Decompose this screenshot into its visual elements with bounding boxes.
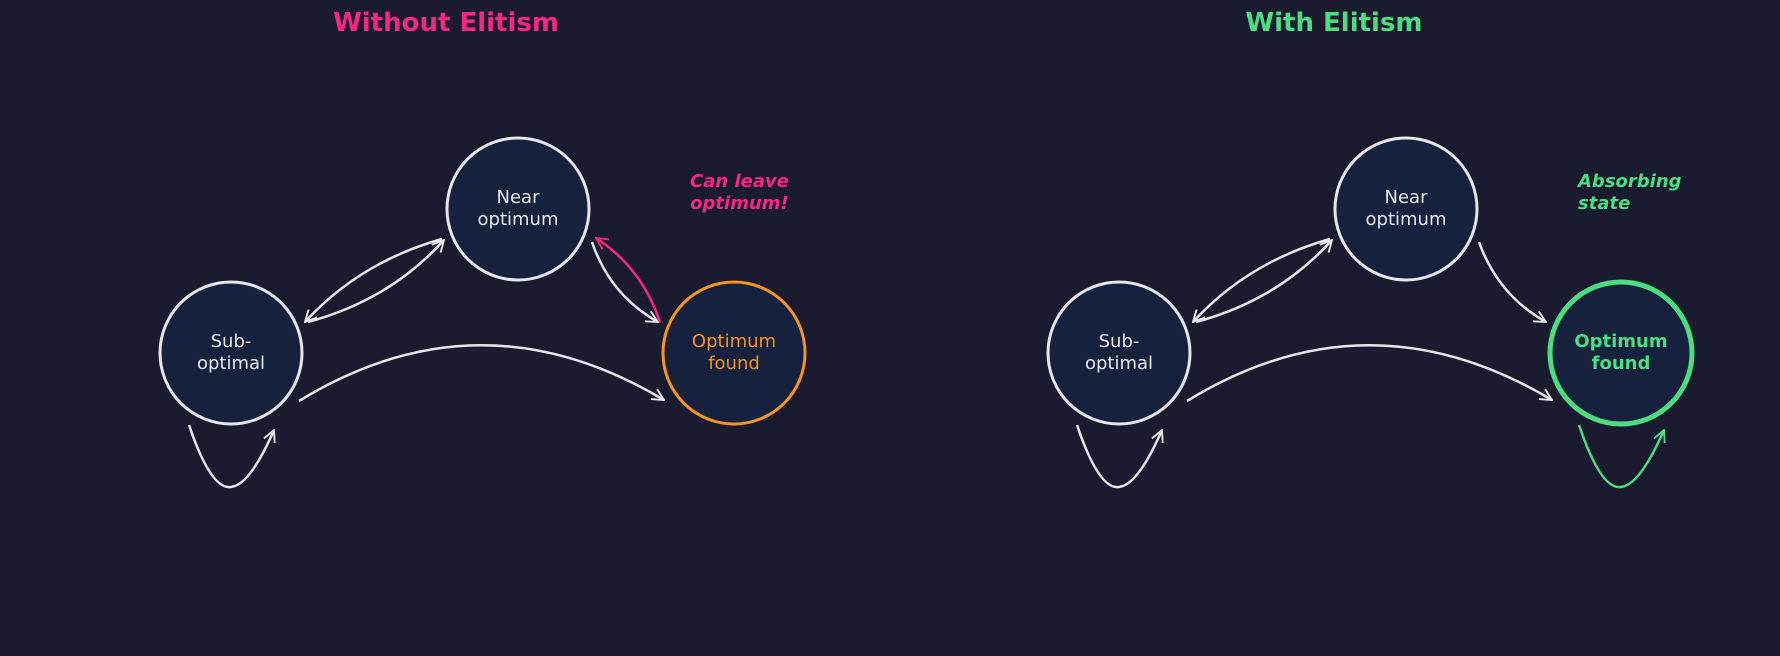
edge-sub-to-near [1195, 240, 1332, 324]
edge-near-to-optimum [1477, 241, 1546, 324]
self-loop-optimum-found [1577, 424, 1664, 489]
self-loop-sub-optimal [1075, 424, 1162, 489]
state-diagram [1046, 136, 1695, 489]
edge-sub-to-optimum [1186, 344, 1552, 403]
node-sub-optimal [1046, 280, 1192, 426]
node-label-sub-optimal: Sub-optimal [196, 331, 266, 374]
node-label-sub-optimal: Sub-optimal [1084, 331, 1154, 374]
edge-sub-to-near [307, 240, 444, 324]
node-optimum-found [661, 280, 807, 426]
edge-near-to-sub [1193, 237, 1331, 322]
self-loop-sub-optimal [187, 424, 274, 489]
edge-near-to-optimum [590, 241, 658, 324]
node-optimum-found [1547, 279, 1695, 427]
edge-optimum-to-near [596, 238, 662, 323]
node-near-optimum [445, 136, 591, 282]
panel-title: Without Elitism [333, 8, 559, 38]
edge-near-to-sub [305, 237, 443, 322]
edge-sub-to-optimum [298, 344, 664, 403]
node-sub-optimal [158, 280, 304, 426]
panel-title: With Elitism [1245, 8, 1423, 38]
state-diagram [158, 136, 807, 489]
node-near-optimum [1333, 136, 1479, 282]
